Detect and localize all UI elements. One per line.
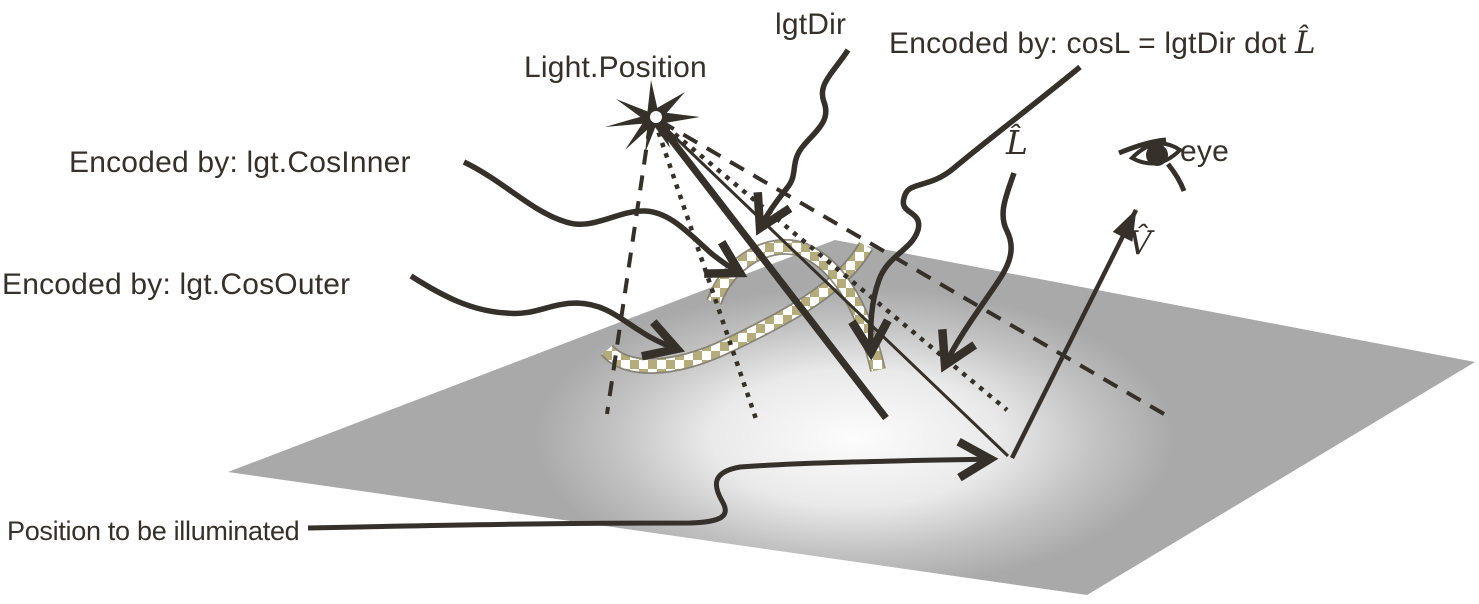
encoded-cosouter-label: Encoded by: lgt.CosOuter [2,268,351,301]
position-to-be-illuminated-label: Position to be illuminated [7,516,300,546]
cosinner-leader-arrow [462,159,748,278]
spotlight-glow [535,286,1175,590]
encoded-cosl-label: Encoded by: cosL = lgtDir dot L̂ [889,27,1316,60]
position-leader-arrow [307,437,999,531]
v-vector-arrow [1009,208,1139,460]
lgtdir-leader-arrow [753,48,851,236]
outer-cone-dashed-left [605,123,652,415]
cosl-leader-arrow [848,64,1082,361]
v-hat-symbol: V̂ [1128,223,1153,262]
l-vector-line [655,118,1010,458]
lhat-leader-arrow [938,172,1017,373]
encoded-cosl-text: Encoded by: cosL = lgtDir dot [889,27,1295,60]
light-burst-icon [605,80,700,153]
lgtdir-label: lgtDir [775,8,847,41]
encoded-cosl-lhat-symbol: L̂ [1294,25,1316,61]
encoded-cosinner-label: Encoded by: lgt.CosInner [69,146,411,179]
light-position-label: Light.Position [524,51,707,84]
cosouter-leader-arrow [409,273,686,361]
lgtdir-vector [654,118,889,421]
l-hat-symbol: L̂ [1006,123,1029,162]
eye-label: eye [1180,135,1229,168]
eye-icon [1118,137,1187,192]
